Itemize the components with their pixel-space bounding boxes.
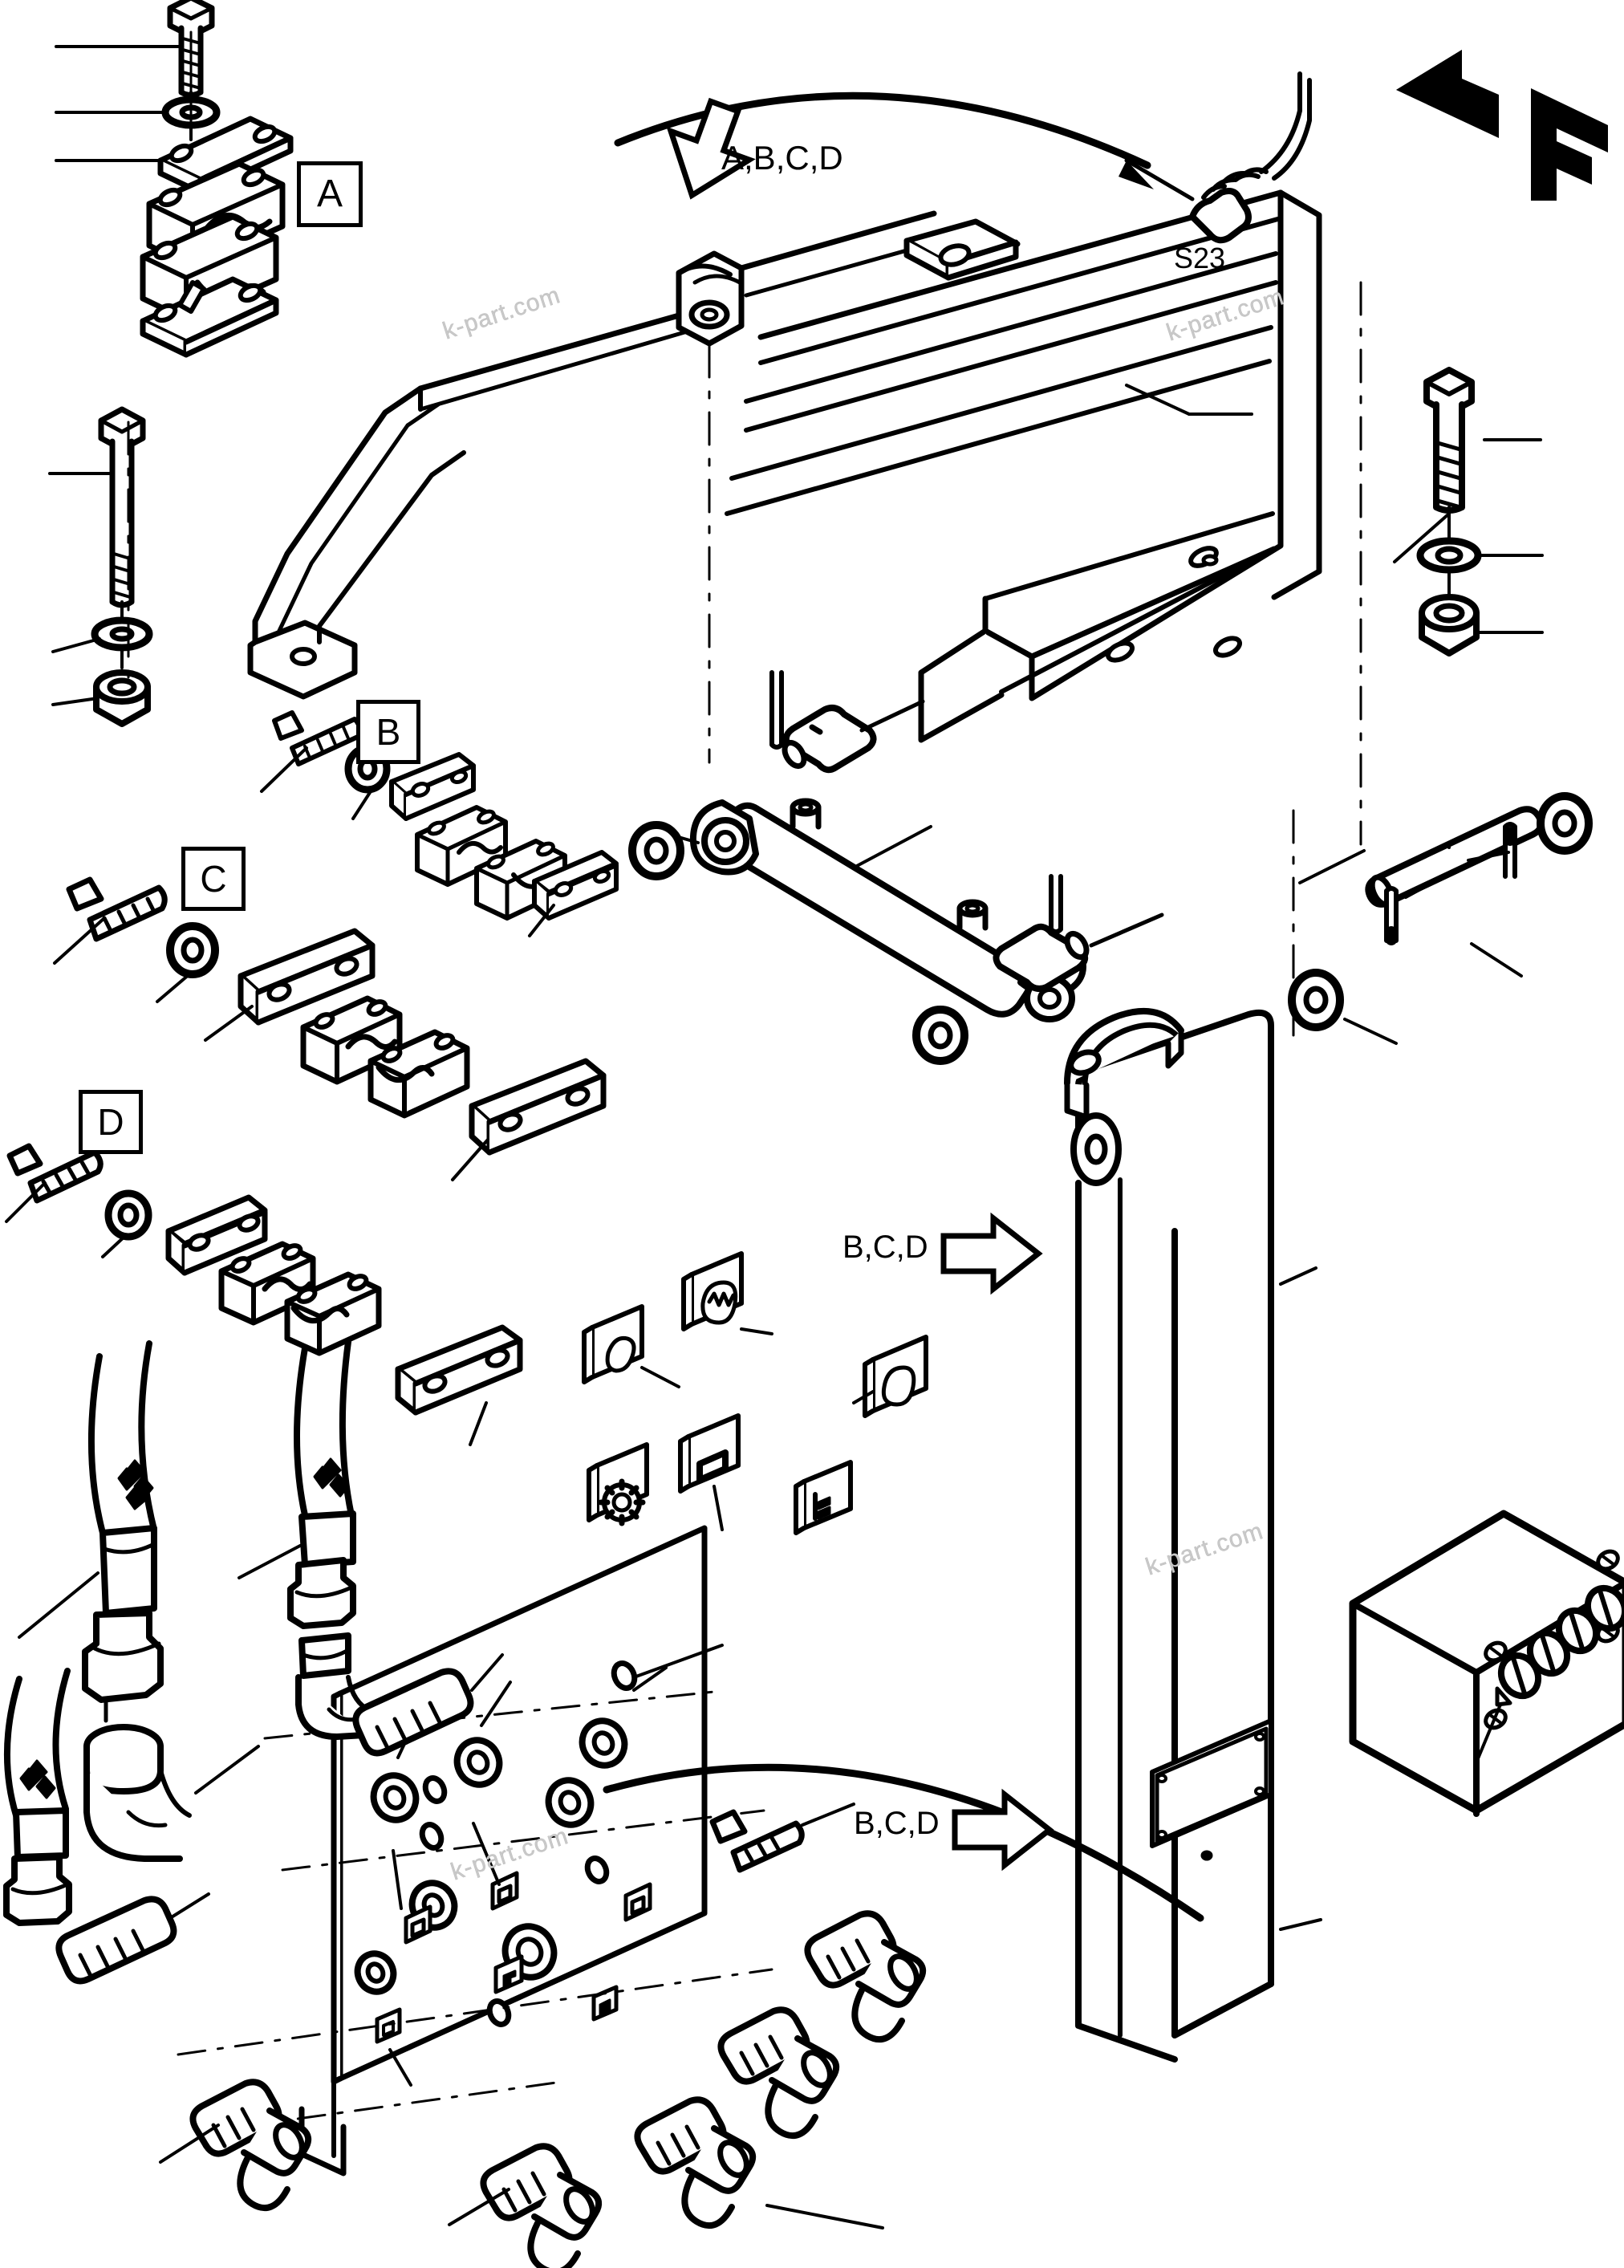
hose-assembly-1 bbox=[18, 1340, 260, 1862]
variant-box-b-letter: B bbox=[376, 711, 401, 753]
quick-coupler-2 bbox=[448, 2143, 603, 2268]
group-c-long-plate bbox=[204, 928, 376, 1042]
bcd-mid-right-arrow bbox=[940, 1212, 1043, 1295]
group-c-retainer-plate bbox=[451, 1058, 607, 1181]
forward-direction-f-icon bbox=[1531, 88, 1608, 201]
variant-box-d-letter: D bbox=[97, 1101, 124, 1143]
pivot-pin-washer-right bbox=[1537, 792, 1593, 855]
abcd-down-arrow bbox=[666, 97, 756, 200]
variant-box-b: B bbox=[356, 700, 420, 764]
hose-assembly-3 bbox=[3, 1668, 210, 1985]
variant-box-c: C bbox=[181, 847, 246, 911]
left-flat-washer bbox=[51, 616, 153, 669]
quick-coupler-4 bbox=[717, 2006, 840, 2139]
plate-bolt-right bbox=[709, 1803, 855, 1873]
left-lock-nut bbox=[51, 669, 151, 727]
group-c-clamp-lower bbox=[367, 1029, 470, 1119]
quick-coupler-1 bbox=[159, 2079, 312, 2211]
group-d-washer bbox=[101, 1189, 152, 1258]
group-a-base-plate bbox=[140, 276, 279, 358]
pivot-pin-washer-left bbox=[1288, 969, 1398, 1045]
cylinder-washer-left bbox=[628, 821, 684, 880]
group-c-washer bbox=[156, 922, 219, 1003]
seal-decal-tiles bbox=[582, 1251, 928, 1535]
quick-coupler-5 bbox=[804, 1910, 927, 2042]
control-box bbox=[1349, 1510, 1624, 1817]
main-support-frame bbox=[247, 189, 1322, 743]
hose-assembly-2 bbox=[238, 1339, 504, 1757]
quick-coupler-3 bbox=[634, 2096, 884, 2229]
manifold-plate bbox=[177, 1525, 773, 2177]
right-lock-nut bbox=[1419, 594, 1544, 656]
group-d-clamp-lower bbox=[284, 1271, 382, 1356]
group-d-retainer-plate bbox=[395, 1324, 523, 1446]
forward-direction-arrow-icon bbox=[1396, 50, 1499, 138]
bcd-low-label: B,C,D bbox=[854, 1806, 940, 1841]
bcd-mid-label: B,C,D bbox=[842, 1230, 928, 1265]
leader-curve-top bbox=[614, 91, 1151, 169]
pivot-pin-assembly bbox=[1365, 806, 1545, 978]
group-b-plate bbox=[389, 752, 476, 821]
variant-box-d: D bbox=[79, 1090, 143, 1154]
cylinder-fitting-right bbox=[993, 874, 1164, 992]
group-d-plate bbox=[165, 1194, 268, 1276]
variant-box-a-letter: A bbox=[316, 173, 343, 215]
s23-label: S23 bbox=[1174, 242, 1226, 274]
cylinder-washer-lower bbox=[912, 1006, 968, 1065]
s23-sensor bbox=[1119, 71, 1312, 244]
group-c-bolt bbox=[53, 876, 168, 965]
group-b-retainer-plate bbox=[528, 850, 619, 937]
variant-box-c-letter: C bbox=[200, 858, 227, 900]
leader-curve-bottom bbox=[603, 1763, 1204, 1922]
bcd-low-right-arrow bbox=[952, 1788, 1054, 1872]
abcd-top-label: A,B,C,D bbox=[721, 139, 843, 177]
left-long-bolt bbox=[48, 406, 146, 624]
variant-box-a: A bbox=[297, 161, 363, 227]
right-hex-bolt bbox=[1393, 367, 1542, 576]
